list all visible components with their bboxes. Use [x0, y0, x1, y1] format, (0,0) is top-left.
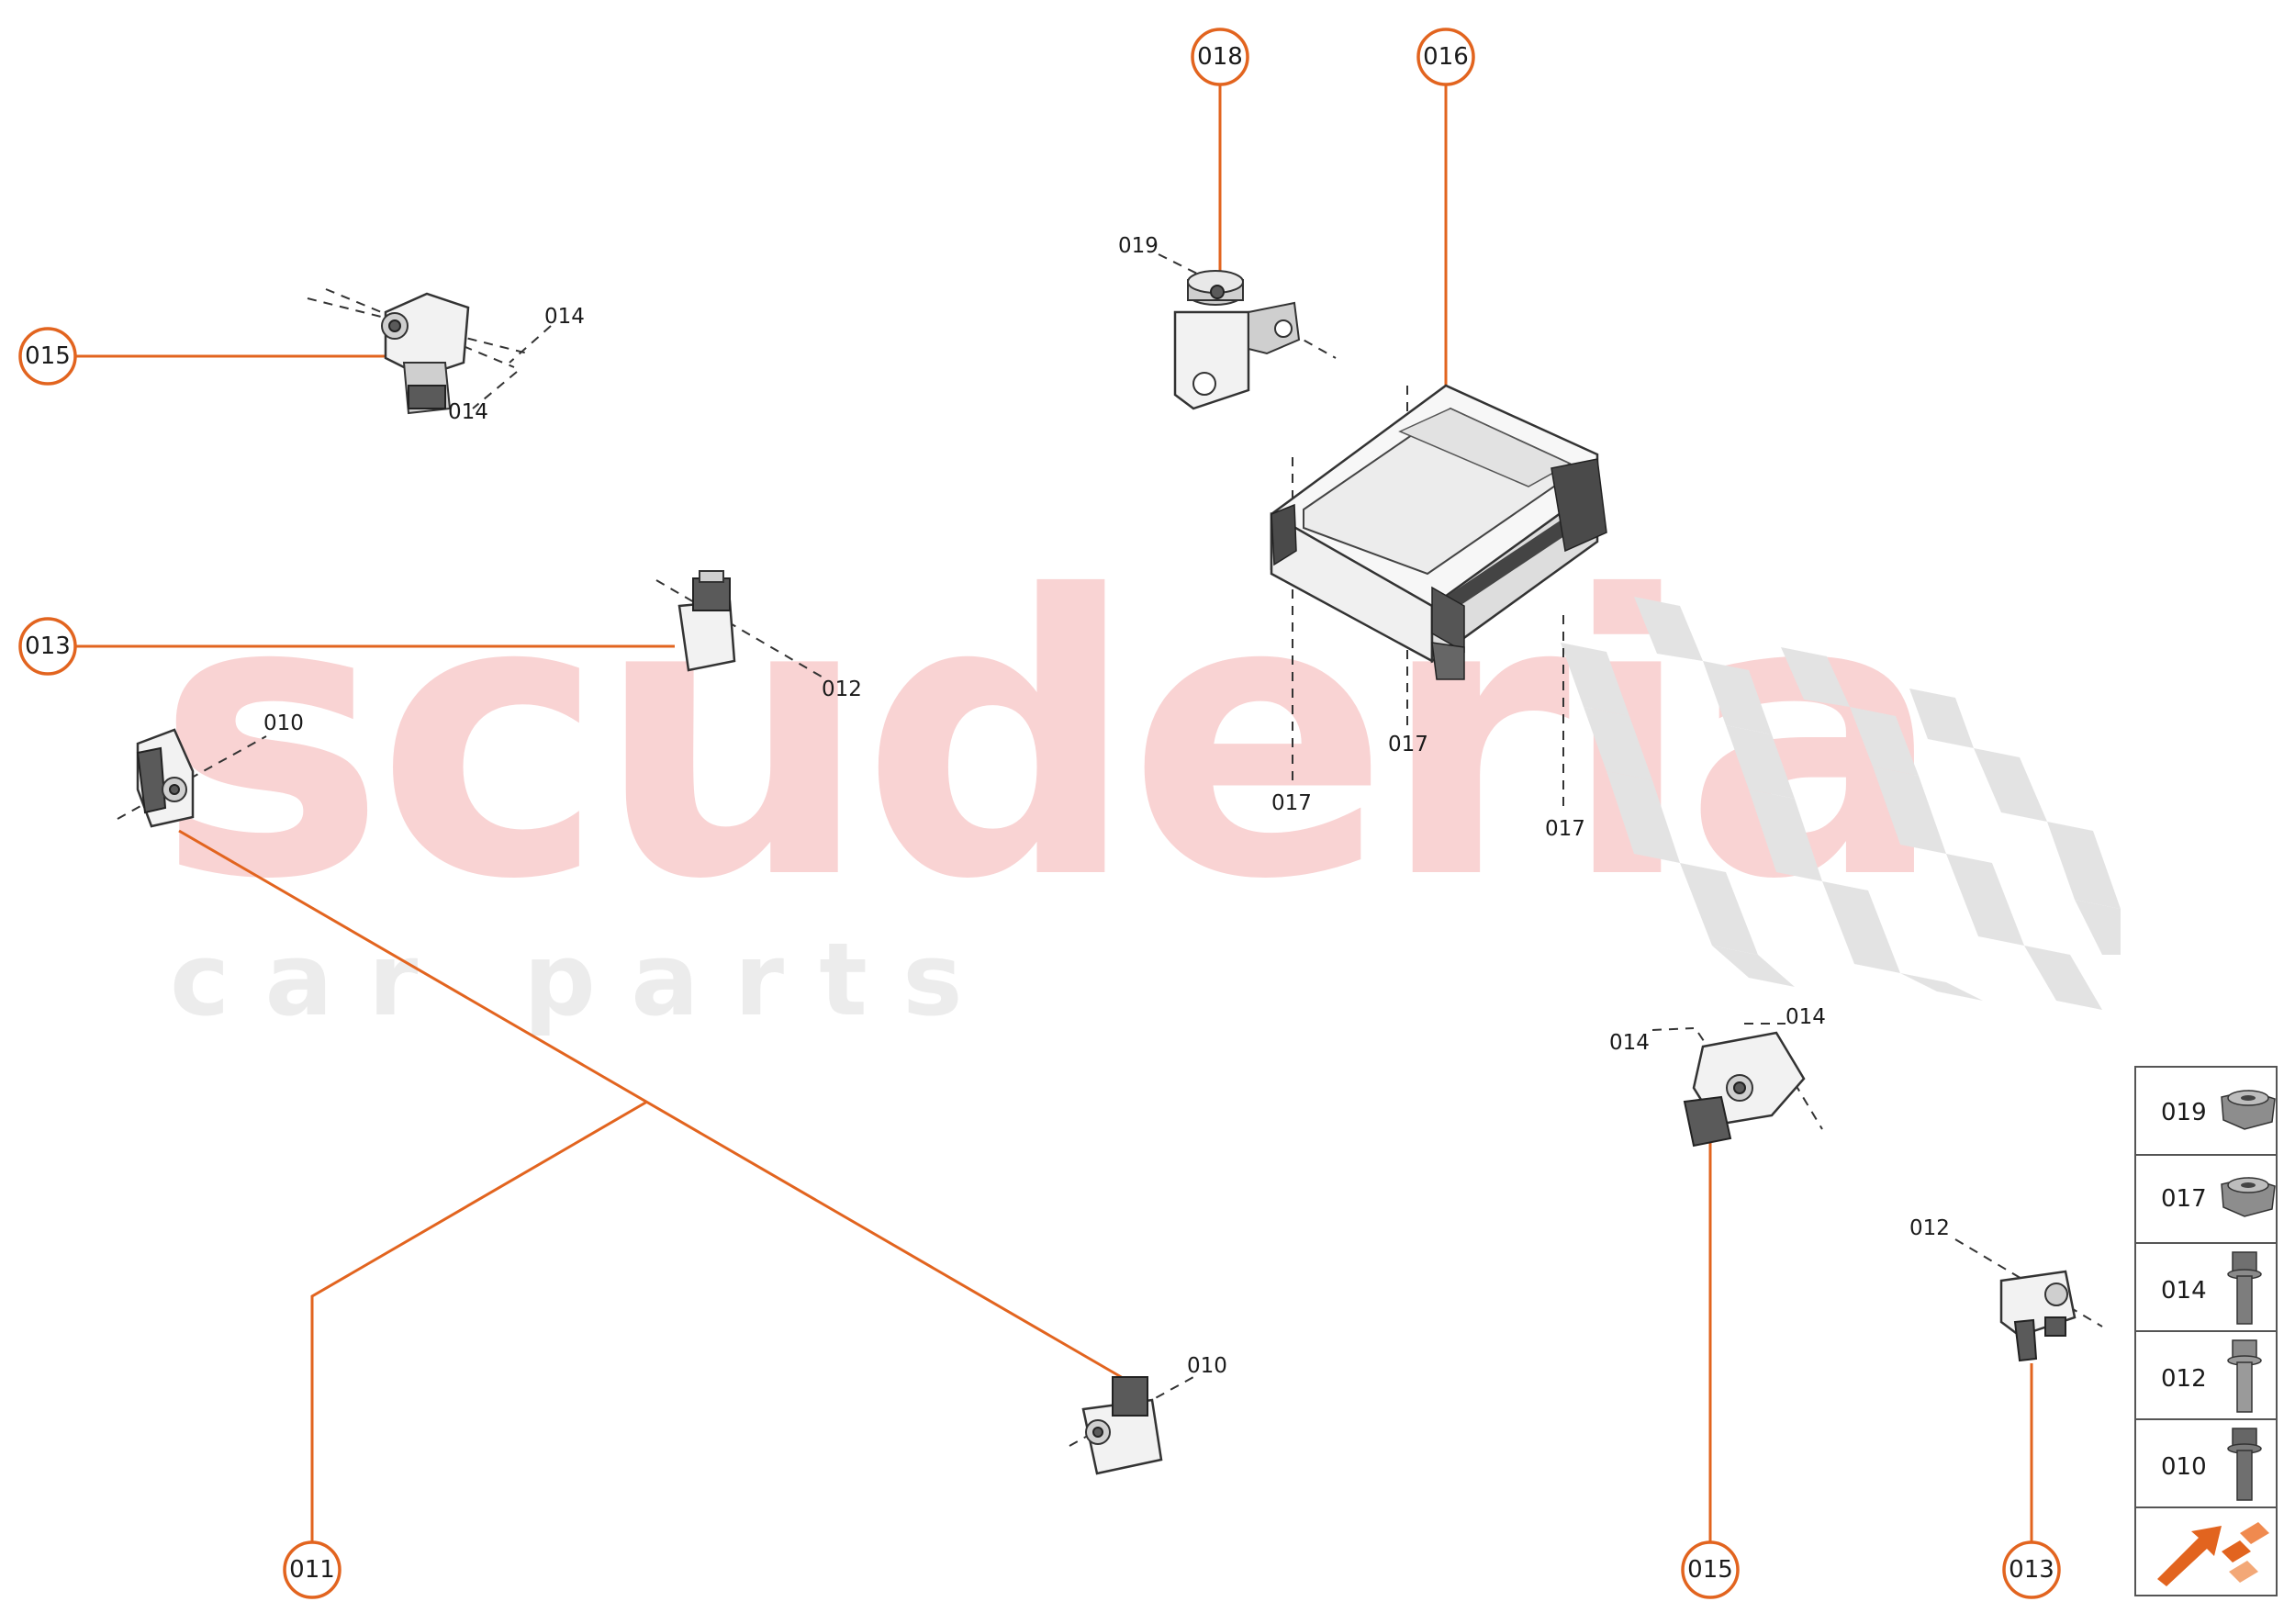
legend-code: 014 [2161, 1277, 2207, 1305]
label-012: 012 [1909, 1216, 1950, 1240]
label-014: 014 [544, 305, 585, 329]
watermark-sub: c a r p a r t s [170, 921, 963, 1038]
label-014: 014 [1609, 1031, 1650, 1055]
legend-row-arrow[interactable] [2134, 1506, 2278, 1596]
callout-018[interactable]: 018 [1191, 28, 1249, 86]
label-017: 017 [1271, 791, 1312, 815]
callout-label: 015 [1687, 1556, 1733, 1584]
legend-code: 017 [2161, 1185, 2207, 1213]
callout-label: 015 [25, 342, 71, 370]
flange-nut-icon [2221, 1090, 2276, 1130]
flange-nut-icon [2221, 1177, 2276, 1217]
crash-sensor-010-left [136, 728, 195, 828]
callout-013-left[interactable]: 013 [18, 617, 77, 676]
hex-bolt-icon [2227, 1339, 2262, 1413]
callouts: 018 016 015 013 011 015 013 [18, 28, 2061, 1599]
label-010: 010 [1187, 1354, 1227, 1378]
airbag-control-unit-016 [1270, 384, 1607, 680]
callout-label: 013 [2009, 1556, 2054, 1584]
crash-sensor-013-left [677, 570, 736, 672]
legend-code: 010 [2161, 1453, 2207, 1481]
label-019: 019 [1118, 234, 1159, 258]
legend-row-010[interactable]: 010 [2134, 1418, 2278, 1508]
crash-sensor-015-bottom [1683, 1031, 1806, 1148]
legend-code: 012 [2161, 1365, 2207, 1393]
hex-bolt-icon [2227, 1251, 2262, 1325]
callout-label: 013 [25, 633, 71, 660]
label-014: 014 [448, 400, 488, 424]
callout-015-top[interactable]: 015 [18, 327, 77, 386]
callout-label: 016 [1423, 43, 1469, 71]
label-014: 014 [1786, 1005, 1826, 1029]
crash-sensor-013-bottom [1999, 1270, 2077, 1362]
fastener-legend: 019 017 014 [2134, 1066, 2278, 1596]
leader-lines [67, 75, 2033, 1550]
callout-label: 018 [1197, 43, 1243, 71]
watermark-main: scuderia [156, 515, 1935, 964]
label-017: 017 [1545, 817, 1585, 841]
label-012: 012 [822, 678, 862, 701]
bracket-part-018 [1173, 270, 1301, 410]
legend-row-014[interactable]: 014 [2134, 1242, 2278, 1332]
hex-bolt-icon [2227, 1428, 2262, 1501]
part-labels: 019 014 014 012 010 017 017 017 010 014 … [263, 234, 1950, 1378]
callout-015-bottom[interactable]: 015 [1681, 1540, 1740, 1599]
legend-row-017[interactable]: 017 [2134, 1154, 2278, 1244]
legend-row-019[interactable]: 019 [2134, 1066, 2278, 1156]
crash-sensor-010-bottom [1081, 1376, 1163, 1475]
checkered-flag-icon [1561, 597, 2121, 1010]
watermark: scuderia c a r p a r t s [156, 515, 2121, 1038]
orange-arrow-icon [2157, 1522, 2269, 1586]
callout-013-bottom[interactable]: 013 [2002, 1540, 2061, 1599]
callout-016[interactable]: 016 [1416, 28, 1475, 86]
label-017: 017 [1388, 733, 1428, 756]
callout-label: 011 [289, 1556, 335, 1584]
legend-row-012[interactable]: 012 [2134, 1330, 2278, 1420]
legend-code: 019 [2161, 1099, 2207, 1126]
crash-sensor-015-top [381, 292, 470, 415]
callout-011[interactable]: 011 [283, 1540, 341, 1599]
label-010: 010 [263, 711, 304, 735]
